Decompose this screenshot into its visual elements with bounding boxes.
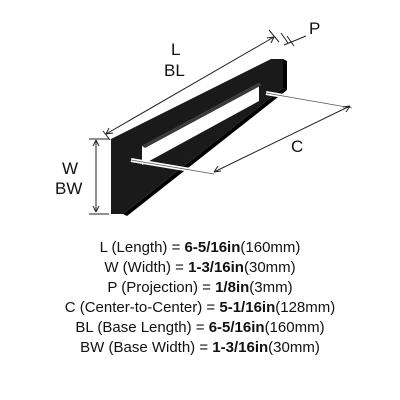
spec-projection: P (Projection) = 1/8in(3mm) [0, 278, 400, 298]
center-to-center-dimension [213, 105, 351, 173]
spec-label: BL (Base Length) = [75, 319, 209, 336]
width-dimension [89, 138, 109, 215]
projection-dimension [280, 32, 307, 47]
width-label: W [62, 159, 78, 178]
spec-unit: (128mm) [275, 299, 336, 316]
spec-value: 1-3/16in [212, 339, 269, 356]
spec-list: L (Length) = 6-5/16in(160mm) W (Width) =… [0, 238, 400, 358]
spec-unit: (30mm) [243, 259, 296, 276]
screws [130, 91, 353, 176]
spec-unit: (160mm) [264, 319, 325, 336]
spec-value: 6-5/16in [184, 239, 241, 256]
spec-width: W (Width) = 1-3/16in(30mm) [0, 258, 400, 278]
spec-center-to-center: C (Center-to-Center) = 5-1/16in(128mm) [0, 298, 400, 318]
base-length-label: BL [164, 61, 185, 80]
length-dimension [102, 29, 280, 141]
pull-dimension-diagram: L BL P W BW C [55, 19, 353, 216]
spec-value: 1-3/16in [188, 259, 244, 276]
spec-label: BW (Base Width) = [80, 339, 213, 356]
spec-unit: (160mm) [240, 239, 301, 256]
pull-plate [111, 59, 287, 216]
projection-label: P [309, 19, 320, 38]
spec-label: C (Center-to-Center) = [64, 299, 220, 316]
spec-value: 1/8in [215, 279, 250, 296]
spec-label: P (Projection) = [107, 279, 216, 296]
spec-value: 6-5/16in [208, 319, 265, 336]
spec-base-length: BL (Base Length) = 6-5/16in(160mm) [0, 318, 400, 338]
spec-unit: (30mm) [268, 339, 320, 356]
spec-length: L (Length) = 6-5/16in(160mm) [0, 238, 400, 258]
center-to-center-label: C [291, 137, 303, 156]
base-width-label: BW [55, 179, 82, 198]
spec-label: W (Width) = [104, 259, 189, 276]
length-label: L [171, 40, 180, 59]
spec-base-width: BW (Base Width) = 1-3/16in(30mm) [0, 338, 400, 358]
spec-label: L (Length) = [99, 239, 185, 256]
spec-unit: (3mm) [249, 279, 293, 296]
spec-value: 5-1/16in [219, 299, 276, 316]
